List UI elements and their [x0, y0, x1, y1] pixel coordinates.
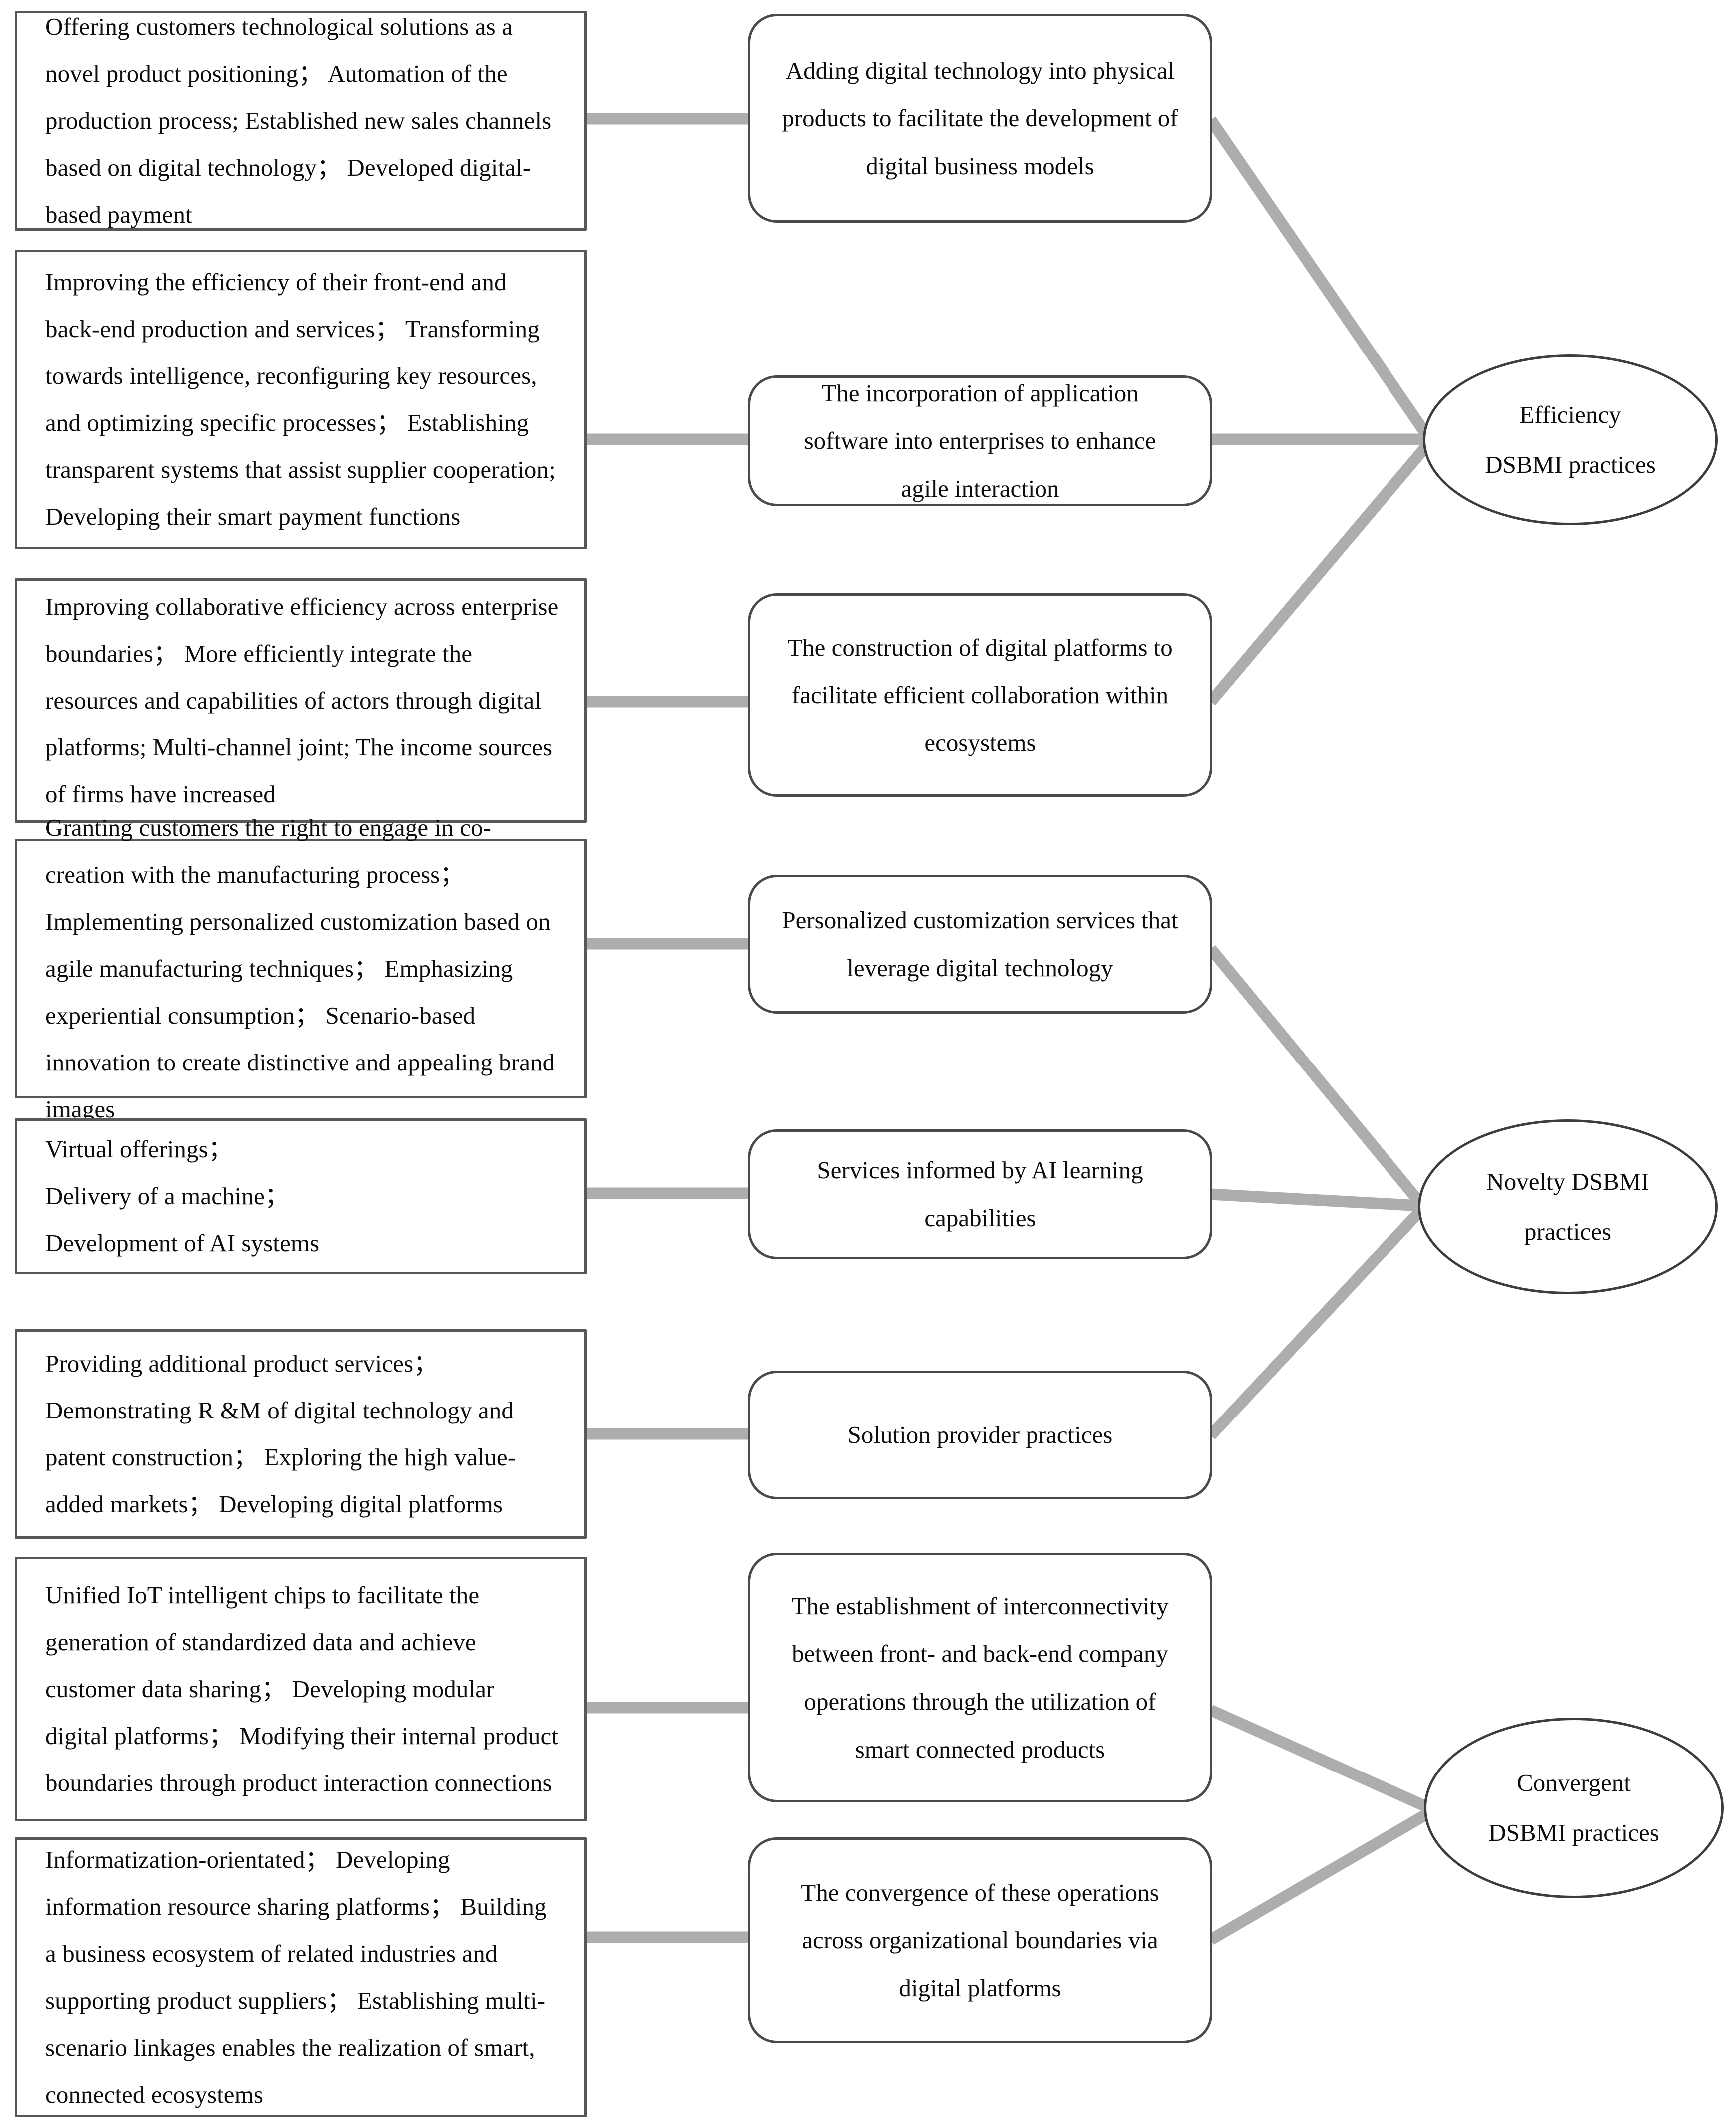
- evidence-box-3[interactable]: Improving collaborative efficiency acros…: [15, 578, 587, 823]
- connector-cn7-ag3: [1208, 1705, 1430, 1813]
- evidence-box-1[interactable]: Offering customers technological solutio…: [15, 11, 587, 231]
- aggregate-label-efficiency: Efficiency DSBMI practices: [1425, 390, 1715, 490]
- concept-text-1: Adding digital technology into physical …: [782, 56, 1178, 180]
- concept-box-2[interactable]: The incorporation of application softwar…: [748, 375, 1212, 506]
- aggregate-label-convergent: Convergent DSBMI practices: [1426, 1758, 1721, 1858]
- concept-text-5: Services informed by AI learning capabil…: [817, 1156, 1143, 1232]
- concept-box-3[interactable]: The construction of digital platforms to…: [748, 593, 1212, 797]
- concept-text-2: The incorporation of application softwar…: [804, 379, 1156, 502]
- connector-cn4-ag2: [1206, 945, 1425, 1207]
- aggregate-node-convergent[interactable]: Convergent DSBMI practices: [1424, 1718, 1724, 1898]
- concept-text-3: The construction of digital platforms to…: [787, 633, 1173, 756]
- evidence-box-4[interactable]: Granting customers the right to engage i…: [15, 814, 587, 1123]
- evidence-text-3: Improving collaborative efficiency acros…: [45, 592, 559, 808]
- evidence-box-5[interactable]: Virtual offerings； Delivery of a machine…: [15, 1118, 587, 1274]
- concept-box-6[interactable]: Solution provider practices: [748, 1371, 1212, 1499]
- evidence-text-5: Virtual offerings； Delivery of a machine…: [45, 1135, 320, 1257]
- connector-cn1-ag1: [1206, 116, 1433, 440]
- connector-cn5-ag2: [1210, 1188, 1421, 1212]
- aggregate-label-convergent-line1: Convergent: [1517, 1769, 1631, 1796]
- concept-text-6: Solution provider practices: [847, 1421, 1113, 1449]
- aggregate-label-efficiency-line2: DSBMI practices: [1485, 451, 1656, 478]
- evidence-box-7[interactable]: Unified IoT intelligent chips to facilit…: [15, 1557, 587, 1821]
- aggregate-label-efficiency-line1: Efficiency: [1519, 400, 1621, 428]
- connector-cn8-ag3: [1208, 1808, 1431, 1945]
- concept-box-8[interactable]: The convergence of these operations acro…: [748, 1837, 1212, 2043]
- evidence-text-1: Offering customers technological solutio…: [45, 12, 552, 229]
- connector-cn3-ag1: [1206, 440, 1432, 706]
- concept-text-8: The convergence of these operations acro…: [801, 1878, 1159, 2002]
- evidence-box-2[interactable]: Improving the efficiency of their front-…: [15, 250, 587, 549]
- concept-text-7: The establishment of interconnectivity b…: [791, 1592, 1169, 1763]
- connector-cn6-ag2: [1206, 1207, 1425, 1439]
- concept-box-5[interactable]: Services informed by AI learning capabil…: [748, 1129, 1212, 1259]
- evidence-text-8: Informatization-orientated； Developing i…: [45, 1845, 547, 2109]
- evidence-box-8[interactable]: Informatization-orientated； Developing i…: [15, 1837, 587, 2117]
- concept-box-1[interactable]: Adding digital technology into physical …: [748, 14, 1212, 223]
- evidence-box-6[interactable]: Providing additional product services； D…: [15, 1329, 587, 1539]
- evidence-text-2: Improving the efficiency of their front-…: [45, 268, 556, 531]
- concept-box-7[interactable]: The establishment of interconnectivity b…: [748, 1553, 1212, 1802]
- concept-box-4[interactable]: Personalized customization services that…: [748, 875, 1212, 1014]
- aggregate-label-convergent-line2: DSBMI practices: [1488, 1819, 1659, 1846]
- evidence-text-7: Unified IoT intelligent chips to facilit…: [45, 1581, 559, 1797]
- aggregate-label-novelty-line2: practices: [1524, 1218, 1612, 1245]
- aggregate-label-novelty-line1: Novelty DSBMI: [1486, 1167, 1649, 1195]
- evidence-text-6: Providing additional product services； D…: [45, 1349, 516, 1518]
- evidence-text-4: Granting customers the right to engage i…: [45, 813, 555, 1123]
- aggregate-label-novelty: Novelty DSBMI practices: [1420, 1157, 1715, 1257]
- aggregate-node-novelty[interactable]: Novelty DSBMI practices: [1418, 1119, 1718, 1294]
- concept-text-4: Personalized customization services that…: [782, 906, 1178, 982]
- aggregate-node-efficiency[interactable]: Efficiency DSBMI practices: [1423, 354, 1718, 525]
